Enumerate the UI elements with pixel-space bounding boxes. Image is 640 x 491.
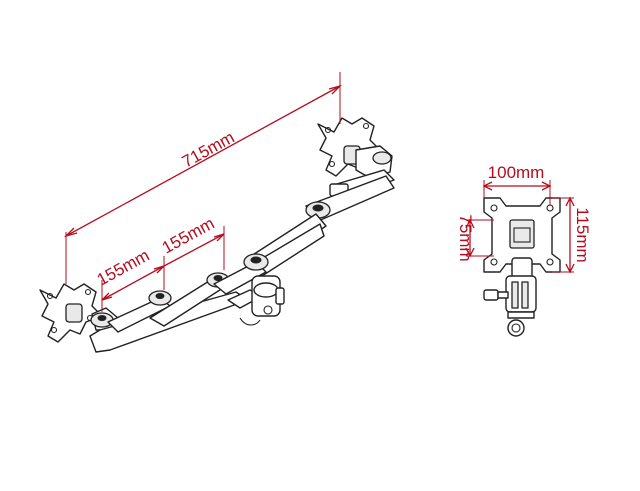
left-arm-segments: [89, 253, 269, 353]
vesa-width-label: 100mm: [488, 163, 545, 182]
dimension-vesa-height: 115mm: [552, 196, 592, 274]
left-vesa-plate: [39, 283, 103, 343]
vesa-height-label: 115mm: [573, 207, 592, 262]
vesa-joint-clamp: [483, 257, 537, 337]
pole-clamp: [227, 275, 285, 326]
dimension-vesa-hole-spacing: 75mm: [456, 214, 494, 262]
arm-segment-2-label: 155mm: [159, 214, 218, 258]
arm-segment-1-label: 155mm: [94, 246, 153, 290]
dual-monitor-arm-assembly: 715mm 155mm 155mm: [39, 72, 395, 353]
vesa-front-view: 100mm 75mm 115mm: [456, 163, 592, 337]
dimension-arm-segment-2: 155mm: [159, 214, 225, 270]
dimension-vesa-width: 100mm: [482, 163, 552, 206]
vesa-hole-spacing-label: 75mm: [456, 214, 475, 261]
right-arm-segments: [247, 145, 395, 277]
overall-width-label: 715mm: [179, 128, 238, 172]
